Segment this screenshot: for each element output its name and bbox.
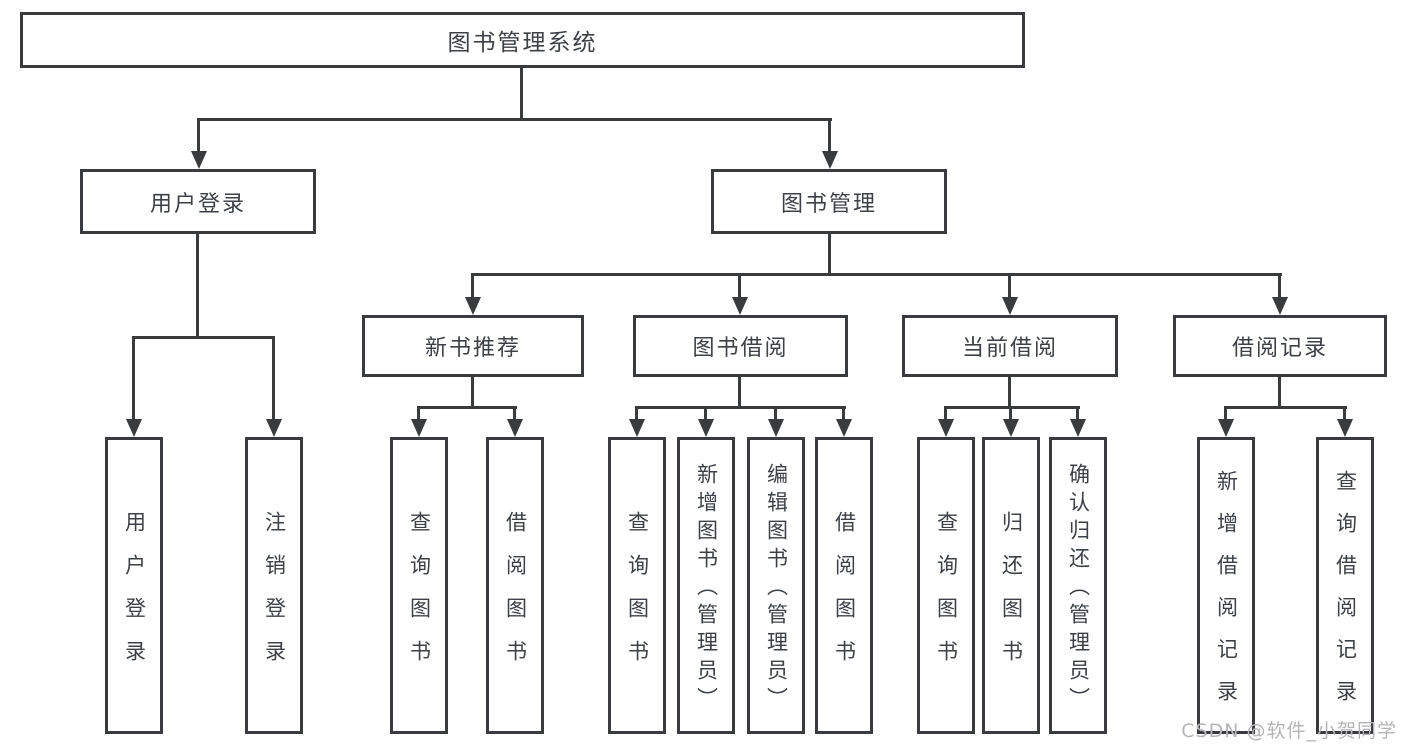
leaf-add-books-admin: 新增图书（管理员） bbox=[677, 437, 735, 734]
connector-line bbox=[635, 406, 846, 409]
connector-line bbox=[197, 118, 832, 121]
connector-arrow-down bbox=[190, 118, 207, 169]
leaf-label: 借阅图书 bbox=[832, 510, 857, 683]
leaf-add-borrow-record: 新增借阅记录 bbox=[1197, 437, 1255, 734]
connector-line bbox=[471, 273, 1282, 276]
leaf-label: 查询借阅记录 bbox=[1333, 470, 1358, 722]
leaf-query-books-borrowing: 查询图书 bbox=[608, 437, 666, 734]
node-library-management-system: 图书管理系统 bbox=[20, 12, 1025, 68]
connector-line bbox=[520, 68, 523, 118]
connector-arrow-down bbox=[125, 336, 142, 437]
node-new-book-recommendation: 新书推荐 bbox=[362, 315, 584, 377]
connector-arrow-down bbox=[1271, 273, 1288, 315]
csdn-watermark: CSDN @软件_小贺同学 bbox=[1181, 720, 1397, 742]
connector-arrow-down bbox=[1217, 406, 1234, 437]
leaf-user-login: 用户登录 bbox=[105, 437, 163, 734]
connector-arrow-down bbox=[767, 406, 784, 437]
leaf-label: 注销登录 bbox=[262, 510, 287, 683]
connector-arrow-down bbox=[697, 406, 714, 437]
connector-arrow-down bbox=[410, 406, 427, 437]
leaf-borrow-books: 借阅图书 bbox=[815, 437, 873, 734]
connector-line bbox=[944, 406, 1080, 409]
connector-line bbox=[1278, 377, 1281, 409]
leaf-query-borrow-record: 查询借阅记录 bbox=[1316, 437, 1374, 734]
connector-arrow-down bbox=[464, 273, 481, 315]
leaf-label: 归还图书 bbox=[999, 510, 1024, 683]
connector-line bbox=[196, 234, 199, 338]
connector-arrow-down bbox=[821, 118, 838, 169]
connector-line bbox=[417, 406, 517, 409]
leaf-query-books-current: 查询图书 bbox=[917, 437, 975, 734]
connector-arrow-down bbox=[731, 273, 748, 315]
connector-arrow-down bbox=[265, 336, 282, 437]
leaf-label: 查询图书 bbox=[934, 510, 959, 683]
leaf-label: 查询图书 bbox=[407, 510, 432, 683]
leaf-borrow-books-recommend: 借阅图书 bbox=[486, 437, 544, 734]
connector-line bbox=[1008, 377, 1011, 409]
node-book-borrowing: 图书借阅 bbox=[633, 315, 848, 377]
leaf-label: 借阅图书 bbox=[503, 510, 528, 683]
node-user-login: 用户登录 bbox=[80, 169, 316, 234]
node-current-borrowing: 当前借阅 bbox=[902, 315, 1118, 377]
leaf-label: 编辑图书（管理员） bbox=[764, 463, 789, 715]
connector-arrow-down bbox=[628, 406, 645, 437]
connector-arrow-down bbox=[1069, 406, 1086, 437]
connector-arrow-down bbox=[506, 406, 523, 437]
connector-line bbox=[471, 377, 474, 409]
connector-arrow-down bbox=[1002, 406, 1019, 437]
node-borrowing-records: 借阅记录 bbox=[1173, 315, 1387, 377]
leaf-return-books: 归还图书 bbox=[982, 437, 1040, 734]
leaf-label: 查询图书 bbox=[625, 510, 650, 683]
connector-arrow-down bbox=[835, 406, 852, 437]
connector-arrow-down bbox=[937, 406, 954, 437]
connector-line bbox=[738, 377, 741, 409]
leaf-label: 用户登录 bbox=[122, 510, 147, 683]
leaf-query-books-recommend: 查询图书 bbox=[390, 437, 448, 734]
connector-arrow-down bbox=[1001, 273, 1018, 315]
connector-line bbox=[828, 234, 831, 276]
leaf-confirm-return-admin: 确认归还（管理员） bbox=[1049, 437, 1107, 734]
leaf-edit-books-admin: 编辑图书（管理员） bbox=[747, 437, 805, 734]
leaf-logout: 注销登录 bbox=[245, 437, 303, 734]
connector-arrow-down bbox=[1336, 406, 1353, 437]
leaf-label: 新增图书（管理员） bbox=[694, 463, 719, 715]
node-book-management: 图书管理 bbox=[711, 169, 947, 234]
connector-line bbox=[132, 336, 275, 339]
connector-line bbox=[1224, 406, 1347, 409]
leaf-label: 新增借阅记录 bbox=[1214, 470, 1239, 722]
leaf-label: 确认归还（管理员） bbox=[1066, 463, 1091, 715]
